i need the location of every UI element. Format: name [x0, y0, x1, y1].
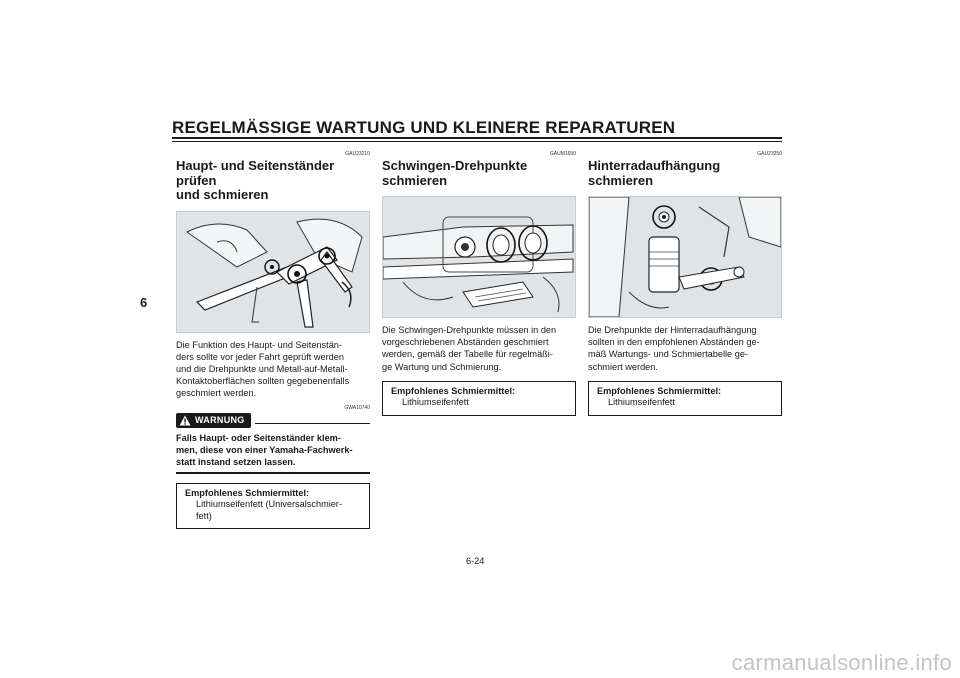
lubricant-box: Empfohlenes Schmiermittel: Lithiumseifen…	[588, 380, 782, 416]
body-line: mäß Wartungs- und Schmiertabelle ge-	[588, 349, 748, 360]
warning-end-rule	[176, 472, 370, 474]
body-line: Kontaktoberflächen sollten gegebenenfall…	[176, 376, 350, 387]
lubricant-title: Empfohlenes Schmiermittel:	[185, 487, 310, 498]
warning-line: Falls Haupt- oder Seitenständer klem-	[176, 432, 341, 443]
body-line: ders sollte vor jeder Fahrt geprüft werd…	[176, 351, 345, 362]
lubricant-value: Lithiumseifenfett (Universalschmier-	[196, 499, 343, 510]
heading-line: Haupt- und Seitenständer prüfen	[176, 158, 335, 188]
body-line: Die Funktion des Haupt- und Seitenstän-	[176, 339, 342, 350]
section-code: GAU23250	[757, 151, 782, 157]
section-heading: Haupt- und Seitenständer prüfen und schm…	[176, 158, 370, 203]
header-rule	[172, 137, 782, 139]
warning-badge: WARNUNG	[176, 412, 251, 428]
rear-suspension-photo	[588, 196, 782, 318]
lubricant-value: fett)	[196, 510, 212, 521]
rear-suspension-illustration	[589, 197, 781, 317]
lubricant-box: Empfohlenes Schmiermittel: Lithiumseifen…	[382, 380, 576, 416]
section-heading: Hinterradaufhängung schmieren	[588, 158, 782, 188]
swingarm-illustration	[383, 197, 575, 317]
warning-text: Falls Haupt- oder Seitenständer klem- me…	[176, 432, 370, 469]
warning-header: WARNUNG	[176, 412, 370, 428]
warning-line: statt instand setzen lassen.	[176, 456, 296, 467]
heading-line: Schwingen-Drehpunkte	[382, 158, 528, 173]
body-line: Die Drehpunkte der Hinterradaufhängung	[588, 325, 757, 335]
section-rear-suspension-lubrication: GAU23250 Hinterradaufhängung schmieren D…	[588, 150, 782, 416]
section-body: Die Funktion des Haupt- und Seitenstän- …	[176, 339, 370, 400]
body-line: sollten in den empfohlenen Abständen ge-	[588, 337, 760, 348]
warning-code: GWA10740	[344, 404, 370, 411]
body-line: ge Wartung und Schmierung.	[382, 361, 502, 372]
body-line: Die Schwingen-Drehpunkte müssen in den	[382, 325, 557, 335]
body-line: schmiert werden.	[588, 361, 658, 372]
page-number: 6-24	[466, 556, 485, 566]
swingarm-photo	[382, 196, 576, 318]
page-title: REGELMÄSSIGE WARTUNG UND KLEINERE REPARA…	[172, 118, 676, 137]
section-swingarm-lubrication: GAUM1650 Schwingen-Drehpunkte schmieren …	[382, 150, 576, 416]
section-body: Die Schwingen-Drehpunkte müssen in den v…	[382, 324, 576, 373]
section-body: Die Drehpunkte der Hinterradaufhängung s…	[588, 324, 782, 373]
body-line: geschmiert werden.	[176, 388, 257, 399]
warning-triangle-icon	[179, 415, 191, 426]
lubricant-value: Lithiumseifenfett	[608, 397, 675, 408]
section-code: GAU23210	[345, 151, 370, 157]
lubricant-title: Empfohlenes Schmiermittel:	[597, 385, 722, 396]
heading-line: Hinterradaufhängung schmieren	[588, 158, 721, 188]
chapter-tab: 6	[140, 295, 148, 310]
warning-label: WARNUNG	[195, 415, 245, 426]
lubricant-value: Lithiumseifenfett	[402, 397, 469, 408]
stand-illustration	[177, 211, 369, 332]
stand-photo	[176, 210, 370, 333]
body-line: werden, gemäß der Tabelle für regelmäßi-	[382, 349, 553, 360]
header-rule-thin	[172, 141, 782, 142]
warning-line: men, diese von einer Yamaha-Fachwerk-	[176, 444, 353, 455]
heading-line: und schmieren	[176, 187, 269, 202]
body-line: und die Drehpunkte und Metall-auf-Metall…	[176, 363, 348, 374]
section-stand-lubrication: GAU23210 Haupt- und Seitenständer prüfen…	[176, 150, 370, 530]
lubricant-box: Empfohlenes Schmiermittel: Lithiumseifen…	[176, 482, 370, 530]
section-code: GAUM1650	[549, 151, 576, 157]
watermark: carmanualsonline.info	[731, 650, 952, 675]
heading-line: schmieren	[382, 172, 448, 188]
lubricant-title: Empfohlenes Schmiermittel:	[391, 385, 516, 396]
warning-rule	[254, 422, 370, 424]
section-heading: Schwingen-Drehpunkte schmieren	[382, 158, 576, 188]
body-line: vorgeschriebenen Abständen geschmiert	[382, 337, 549, 348]
